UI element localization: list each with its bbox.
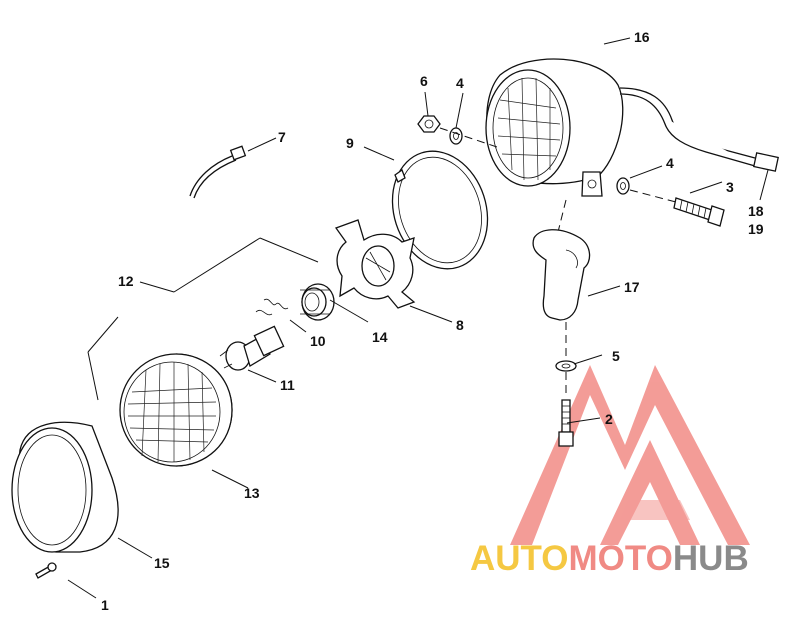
watermark-hub: HUB bbox=[673, 539, 749, 578]
callout-10: 10 bbox=[310, 333, 326, 349]
washer-right bbox=[616, 177, 630, 195]
callout-1: 1 bbox=[101, 597, 109, 613]
washer-top bbox=[449, 127, 463, 145]
watermark-text: AUTOMOTOHUB bbox=[470, 539, 749, 578]
callout-9: 9 bbox=[346, 135, 354, 151]
headlamp-bulb bbox=[219, 298, 289, 371]
callout-14: 14 bbox=[372, 329, 388, 345]
callout-17: 17 bbox=[624, 279, 640, 295]
callout-6: 6 bbox=[420, 73, 428, 89]
washer-bottom bbox=[555, 360, 577, 372]
retaining-ring bbox=[391, 150, 489, 270]
trim-ring bbox=[11, 421, 119, 553]
callout-8: 8 bbox=[456, 317, 464, 333]
leader-lines bbox=[67, 37, 769, 599]
callout-5: 5 bbox=[612, 348, 620, 364]
trim-screw bbox=[35, 562, 57, 579]
bracket-screw bbox=[558, 399, 574, 447]
bulb-socket-ring bbox=[300, 283, 335, 321]
hex-nut bbox=[417, 115, 441, 133]
watermark-moto: MOTO bbox=[569, 539, 673, 578]
callout-12: 12 bbox=[118, 273, 134, 289]
callout-11: 11 bbox=[280, 377, 295, 393]
watermark-logo-icon bbox=[510, 365, 750, 545]
callout-19: 19 bbox=[748, 221, 764, 237]
callout-18: 18 bbox=[748, 203, 764, 219]
callout-16: 16 bbox=[634, 29, 650, 45]
sealed-beam-lens bbox=[119, 353, 233, 467]
callout-labels: 1 2 3 4 4 5 6 7 8 9 10 11 12 13 14 15 16… bbox=[101, 29, 764, 613]
callout-2: 2 bbox=[605, 411, 613, 427]
svg-text:AUTOMOTOHUB: AUTOMOTOHUB bbox=[470, 539, 749, 578]
lock-plate bbox=[334, 219, 416, 309]
callout-7: 7 bbox=[278, 129, 286, 145]
watermark-auto: AUTO bbox=[470, 539, 569, 578]
callout-4-right: 4 bbox=[666, 155, 674, 171]
callout-15: 15 bbox=[154, 555, 170, 571]
callout-13: 13 bbox=[244, 485, 260, 501]
mounting-bolt bbox=[673, 197, 725, 227]
callout-4-top: 4 bbox=[456, 75, 464, 91]
headlamp-housing bbox=[485, 58, 779, 197]
wire-connector bbox=[189, 145, 247, 199]
callout-3: 3 bbox=[726, 179, 734, 195]
mounting-bracket bbox=[532, 229, 591, 321]
